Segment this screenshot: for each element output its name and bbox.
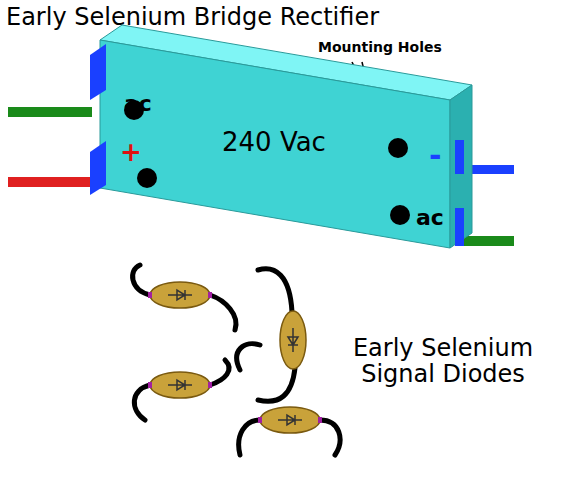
terminal-label: ac — [124, 92, 152, 116]
rectifier-block: ac +240 Vac - ac — [86, 22, 486, 254]
caption-label: Early Selenium Signal Diodes — [318, 335, 568, 388]
diode-symbols — [168, 290, 302, 425]
positive-wire — [8, 177, 92, 187]
diode-band — [148, 292, 322, 423]
voltage-label: 240 Vac — [222, 128, 326, 157]
ac-wire — [462, 236, 514, 246]
title: Early Selenium Bridge Rectifier — [6, 4, 379, 30]
polarity-label: + — [120, 138, 142, 167]
polarity-label: - — [429, 139, 441, 172]
diode-bodies — [150, 282, 320, 433]
callout-label: Mounting Holes — [318, 40, 442, 55]
signal-diodes — [133, 265, 340, 455]
ac-wire — [8, 107, 92, 117]
terminal-label: ac — [416, 206, 444, 230]
